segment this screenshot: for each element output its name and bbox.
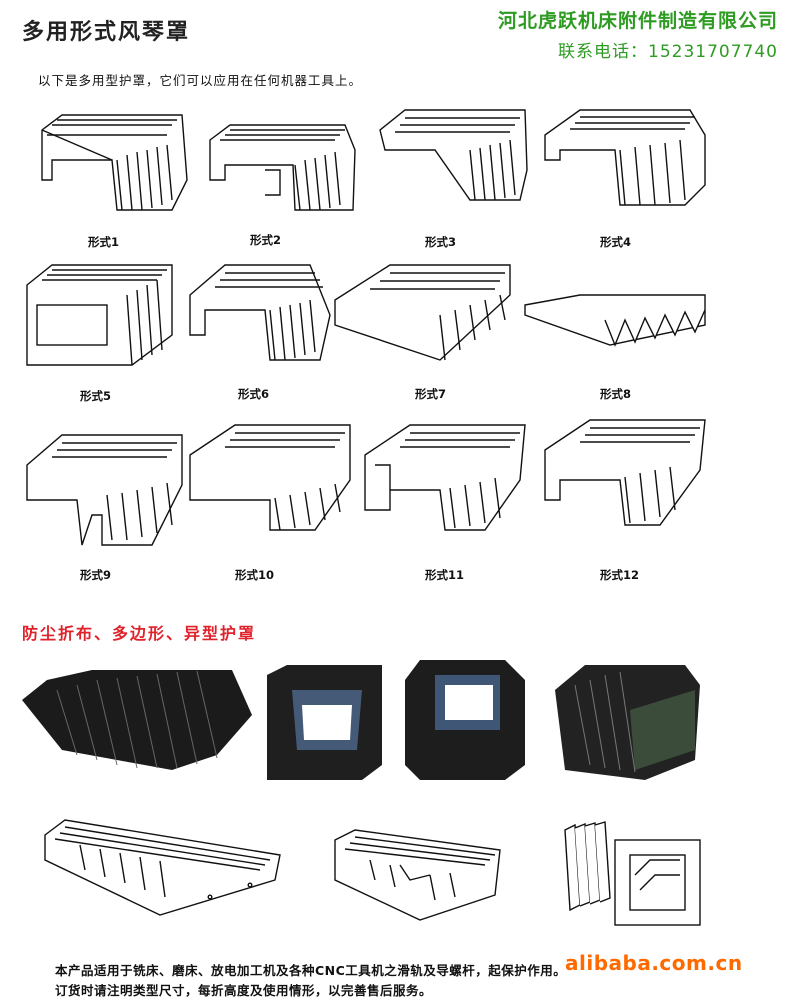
form-label-2: 形式2 (250, 233, 282, 247)
form-label-7: 形式7 (415, 387, 447, 401)
bellows-diagram-9 (26, 434, 183, 546)
bellows-diagram-5 (26, 264, 173, 366)
footer-line-1: 本产品适用于铣床、磨床、放电加工机及各种CNC工具机之滑轨及导螺杆，起保护作用。 (55, 963, 567, 978)
flat-bellows-diagram (44, 819, 281, 916)
contact-phone: 联系电话：15231707740 (558, 42, 778, 62)
bellows-diagram-10 (189, 424, 351, 531)
bellows-diagram-6 (189, 264, 331, 361)
bellows-diagram-2 (209, 124, 356, 211)
company-name: 河北虎跃机床附件制造有限公司 (497, 10, 778, 32)
bellows-diagram-12 (544, 419, 706, 526)
form-label-5: 形式5 (80, 389, 112, 403)
stepped-bellows-diagram (334, 829, 501, 921)
bellows-diagram-8 (524, 294, 706, 347)
box-bellows-diagram (564, 821, 701, 926)
section2-title: 防尘折布、多边形、异型护罩 (22, 624, 257, 643)
intro-text: 以下是多用型护罩，它们可以应用在任何机器工具上。 (38, 73, 363, 88)
footer-line-2: 订货时请注明类型尺寸，每折高度及使用情形，以完善售后服务。 (55, 983, 433, 998)
bellows-diagram-7 (334, 264, 511, 361)
form-label-11: 形式11 (425, 568, 465, 582)
form-label-6: 形式6 (238, 387, 270, 401)
framed-bellows-photo (555, 665, 700, 780)
form-label-12: 形式12 (600, 568, 640, 582)
polygon-bellows-photo (405, 660, 525, 780)
form-label-4: 形式4 (600, 235, 632, 249)
bellows-diagram-3 (379, 109, 528, 201)
page-title: 多用形式风琴罩 (22, 20, 191, 45)
bellows-diagram-4 (544, 109, 706, 206)
form-label-10: 形式10 (235, 568, 275, 582)
dust-bellows-photo (22, 670, 252, 770)
square-bellows-photo (267, 665, 382, 780)
form-label-8: 形式8 (600, 387, 632, 401)
bellows-diagram-11 (364, 424, 526, 531)
form-label-9: 形式9 (80, 568, 112, 582)
form-label-1: 形式1 (88, 235, 120, 249)
alibaba-watermark: alibaba.com.cn (565, 951, 743, 975)
form-label-3: 形式3 (425, 235, 457, 249)
bellows-diagram-1 (41, 114, 188, 211)
